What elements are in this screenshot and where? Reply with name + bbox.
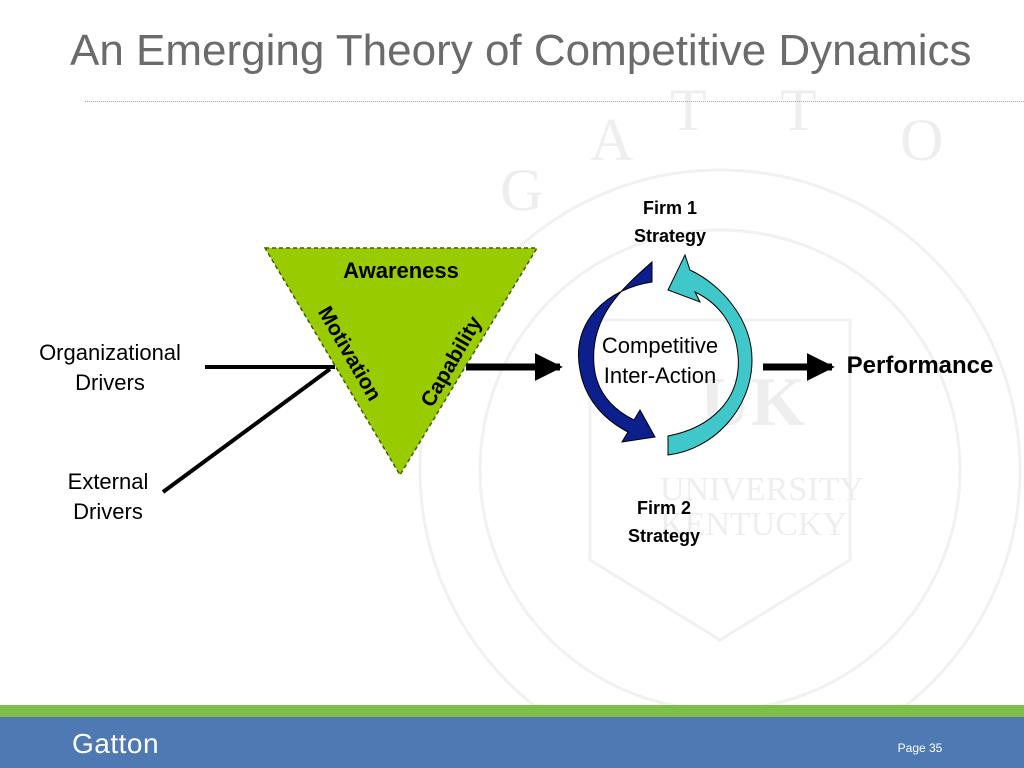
interaction-line2: Inter-Action <box>603 363 717 388</box>
org-drivers-line1: Organizational <box>39 340 181 365</box>
footer-bar <box>0 717 1024 768</box>
firm1-line2: Strategy <box>633 226 707 246</box>
page-number: Page 35 <box>897 741 943 755</box>
organizational-drivers-label: Organizational Drivers <box>20 338 200 398</box>
svg-text:G: G <box>500 157 543 223</box>
firm2-line1: Firm 2 <box>636 498 692 518</box>
firm1-strategy-label: Firm 1 Strategy <box>610 194 730 250</box>
awareness-triangle <box>263 247 539 477</box>
svg-text:KENTUCKY: KENTUCKY <box>660 506 847 543</box>
firm1-strategy-arrow <box>578 260 656 443</box>
svg-text:T: T <box>670 77 707 143</box>
title-divider <box>85 101 1024 102</box>
firm2-strategy-arrow <box>667 253 753 456</box>
gatton-logo: Gatton <box>72 728 160 759</box>
interaction-line1: Competitive <box>601 333 719 358</box>
ext-drivers-line <box>161 367 332 494</box>
awareness-label: Awareness <box>343 258 459 283</box>
svg-text:A: A <box>590 107 633 173</box>
performance-label: Performance <box>846 352 994 379</box>
external-drivers-label: External Drivers <box>38 467 178 527</box>
firm2-line2: Strategy <box>627 526 701 546</box>
svg-text:O: O <box>900 107 943 173</box>
svg-text:T: T <box>780 77 817 143</box>
org-drivers-line2: Drivers <box>75 370 145 395</box>
firm1-line1: Firm 1 <box>642 198 698 218</box>
slide-title: An Emerging Theory of Competitive Dynami… <box>70 26 972 75</box>
svg-text:UNIVERSITY: UNIVERSITY <box>660 471 864 508</box>
competitive-interaction-label: Competitive Inter-Action <box>585 331 735 391</box>
footer-green-band <box>0 705 1024 717</box>
ext-drivers-line2: Drivers <box>73 499 143 524</box>
ext-drivers-line1: External <box>67 469 149 494</box>
firm2-strategy-label: Firm 2 Strategy <box>604 494 724 550</box>
